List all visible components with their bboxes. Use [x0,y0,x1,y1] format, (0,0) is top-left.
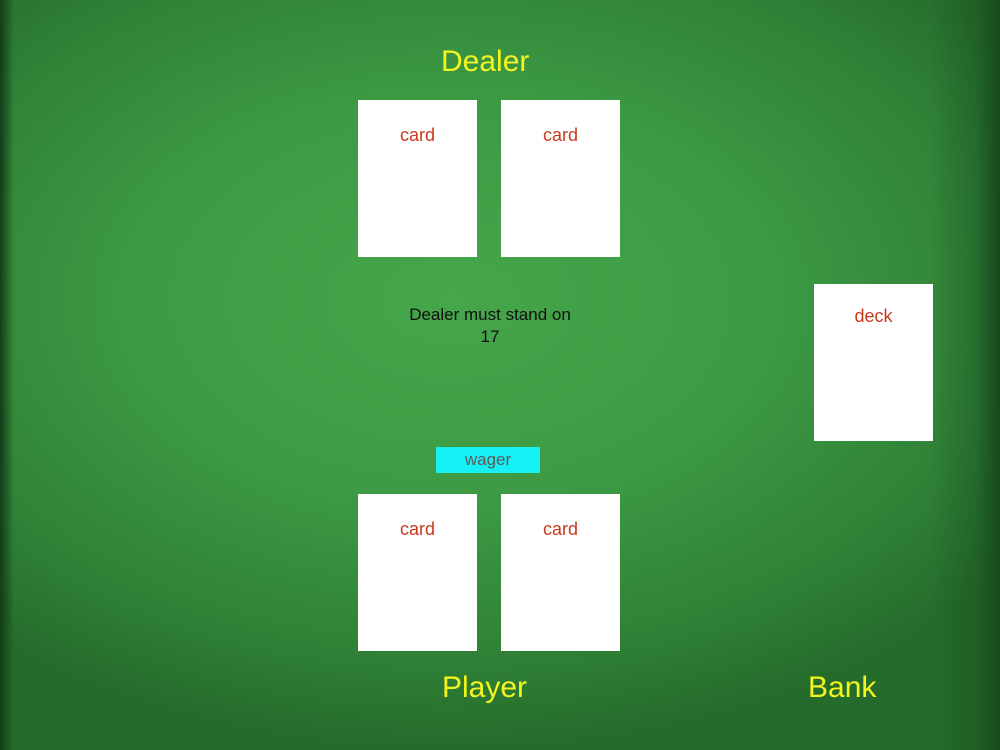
table-edge-right [930,0,1000,750]
player-card-2[interactable]: card [501,494,620,651]
player-card-1[interactable]: card [358,494,477,651]
dealer-rule-text: Dealer must stand on 17 [409,305,571,346]
wager-button[interactable]: wager [436,447,540,473]
dealer-label: Dealer [441,45,530,78]
dealer-card-2[interactable]: card [501,100,620,257]
table-edge-left [0,0,14,750]
bank-label: Bank [808,671,877,704]
deck-card[interactable]: deck [814,284,933,441]
dealer-card-1[interactable]: card [358,100,477,257]
player-label: Player [442,671,528,704]
